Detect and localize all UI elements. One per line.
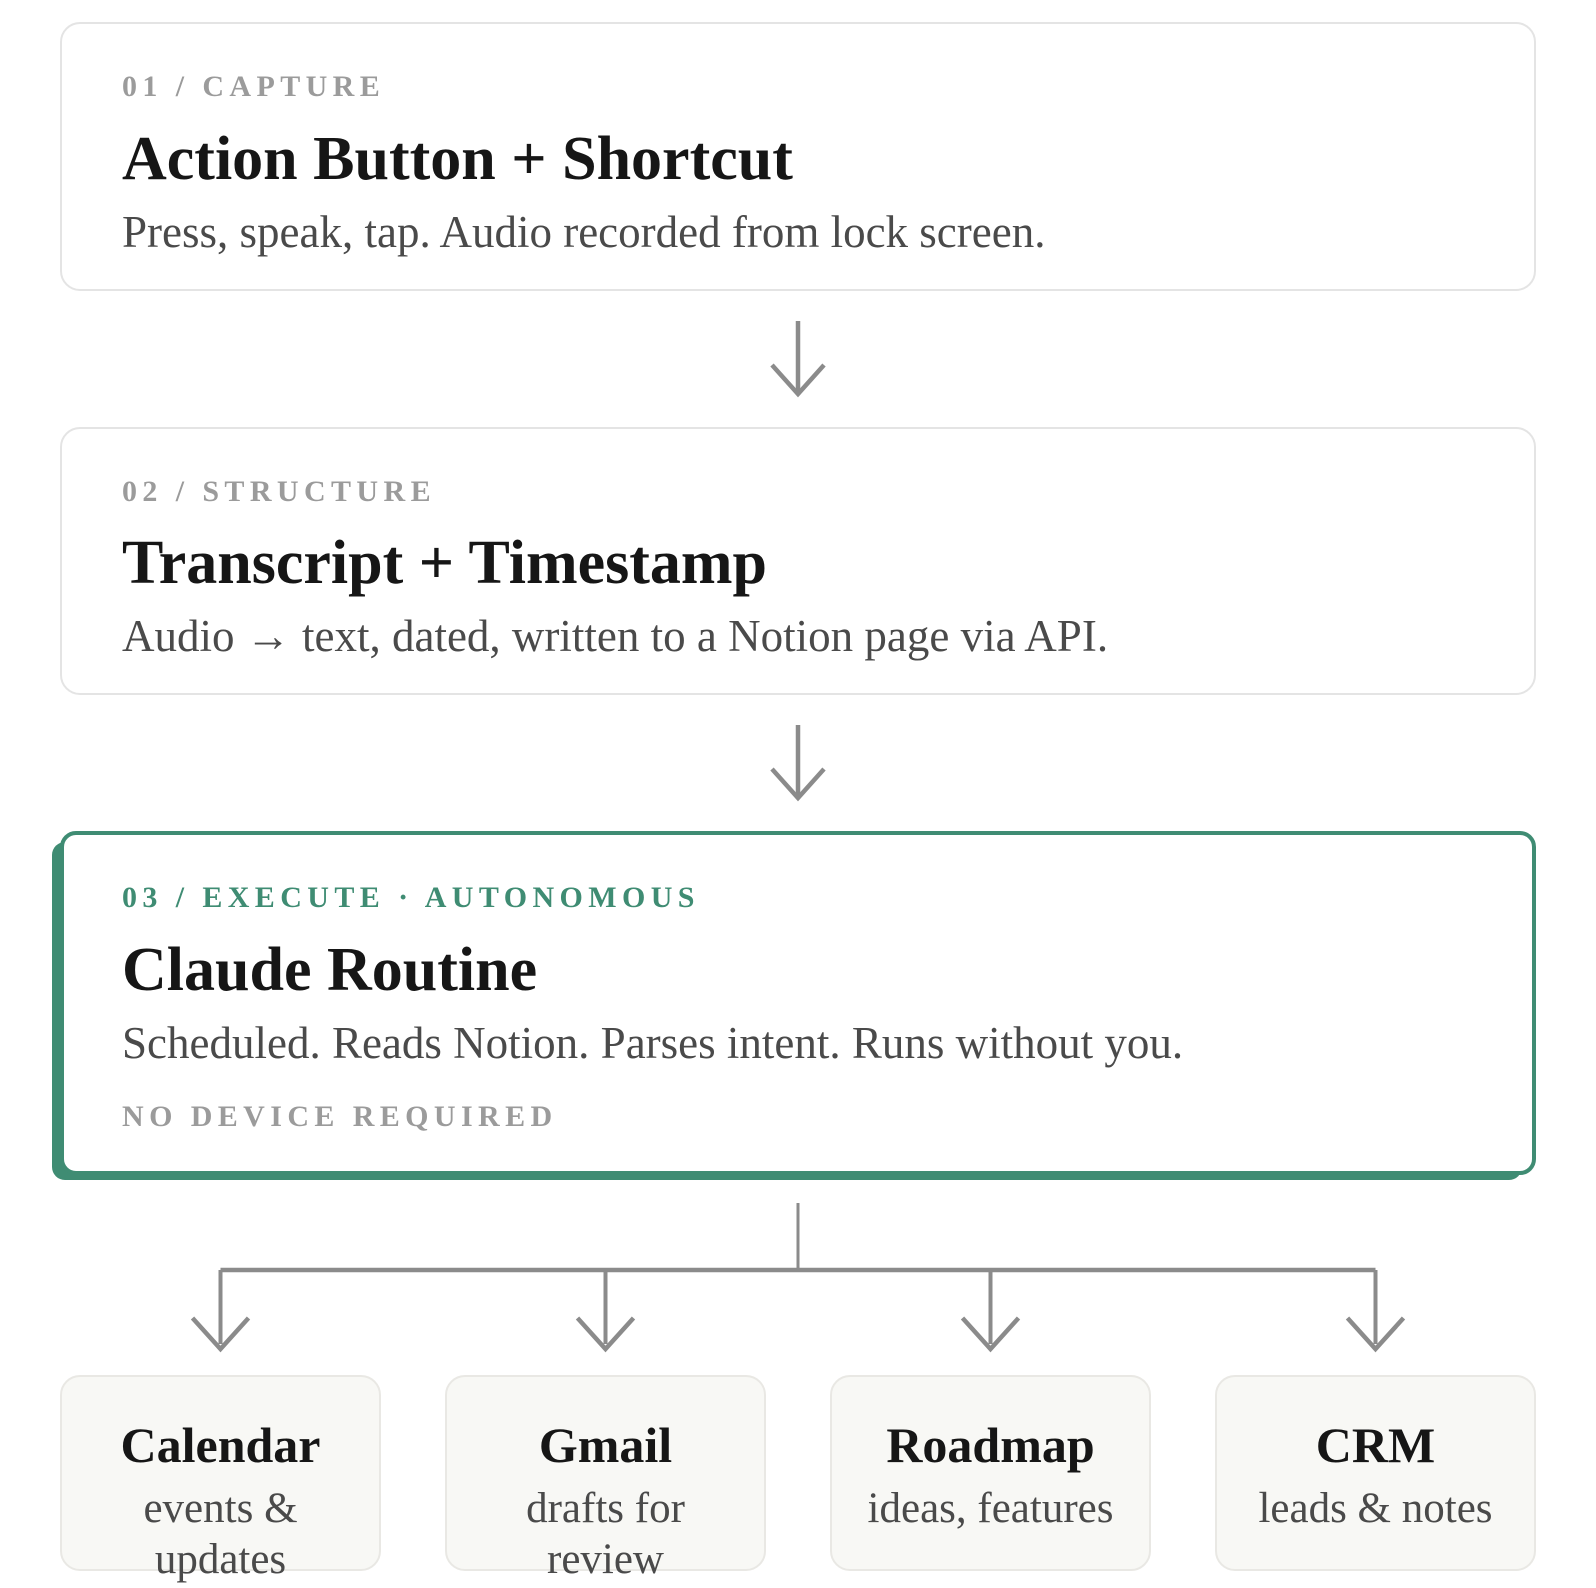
step-card-execute: 03 / EXECUTE · AUTONOMOUS Claude Routine… (60, 831, 1536, 1175)
output-card-crm: CRM leads & notes (1215, 1374, 1536, 1571)
step-label: 03 / EXECUTE · AUTONOMOUS (122, 881, 700, 915)
output-subtitle: drafts for review (526, 1484, 685, 1584)
output-card-calendar: Calendar events & updates (60, 1374, 381, 1583)
step-label: 01 / CAPTURE (122, 70, 386, 103)
step-card-structure: 02 / STRUCTURE Transcript + Timestamp Au… (60, 426, 1536, 696)
output-subtitle: ideas, features (867, 1484, 1114, 1532)
output-title: Roadmap (886, 1416, 1095, 1473)
step-footnote: NO DEVICE REQUIRED (122, 1100, 558, 1134)
step-title: Claude Routine (122, 935, 538, 1004)
down-arrow-icon (60, 721, 1536, 805)
step-title: Transcript + Timestamp (122, 529, 768, 598)
output-title: Calendar (120, 1416, 321, 1473)
output-subtitle: events & updates (143, 1484, 298, 1584)
output-card-roadmap: Roadmap ideas, features (830, 1374, 1151, 1571)
down-arrow-icon (60, 317, 1536, 401)
output-title: CRM (1315, 1416, 1436, 1473)
step-label: 02 / STRUCTURE (122, 474, 436, 508)
output-subtitle: leads & notes (1258, 1484, 1493, 1532)
output-title: Gmail (538, 1416, 673, 1473)
output-card-gmail: Gmail drafts for review (445, 1374, 766, 1583)
step-card-capture: 01 / CAPTURE Action Button + Shortcut Pr… (60, 22, 1536, 291)
output-row: Calendar events & updates Gmail drafts f… (60, 1374, 1536, 1583)
step-description: Scheduled. Reads Notion. Parses intent. … (122, 1018, 1184, 1069)
capture-structure-execute-flow: 01 / CAPTURE Action Button + Shortcut Pr… (60, 22, 1536, 1583)
step-description: Audio → text, dated, written to a Notion… (122, 611, 1109, 662)
branch-connector (60, 1202, 1536, 1353)
step-description: Press, speak, tap. Audio recorded from l… (122, 206, 1046, 257)
step-title: Action Button + Shortcut (122, 124, 793, 193)
